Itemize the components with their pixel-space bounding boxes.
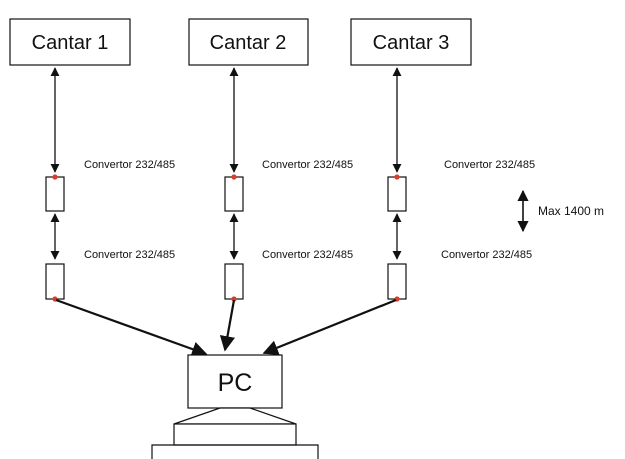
connector-dot [231,296,237,302]
converter-label-upper-1: Convertor 232/485 [84,159,175,171]
cantar-1-label: Cantar 1 [32,32,109,54]
converter-label-lower-3: Convertor 232/485 [441,249,532,261]
pc-label: PC [218,369,253,397]
converter-lower-3 [387,263,407,302]
converter-upper-3 [387,174,407,212]
cantar-1-box: Cantar 1 [9,18,131,66]
converter-upper-1 [45,174,65,212]
converter-label-lower-2: Convertor 232/485 [262,249,353,261]
pc-base-unit [151,444,319,459]
converter-label-upper-3: Convertor 232/485 [444,159,535,171]
distance-label: Max 1400 m [538,204,604,218]
cantar-3-box: Cantar 3 [350,18,472,66]
link-converter-2-pc [219,299,236,352]
converter-lower-1 [45,263,65,302]
converter-label-lower-1: Convertor 232/485 [84,249,175,261]
cantar-3-label: Cantar 3 [373,32,450,54]
converter-upper-2 [224,174,244,212]
pc-stand [173,407,297,446]
link-converter-3-pc [262,298,397,355]
connector-dot [394,174,400,180]
cantar-2-label: Cantar 2 [210,32,287,54]
pc-monitor: PC [187,354,283,409]
cantar-2-box: Cantar 2 [188,18,309,66]
connector-dot [231,174,237,180]
link-converter-1-pc [55,298,208,357]
converter-lower-2 [224,263,244,302]
connector-dot [52,174,58,180]
converter-label-upper-2: Convertor 232/485 [262,159,353,171]
